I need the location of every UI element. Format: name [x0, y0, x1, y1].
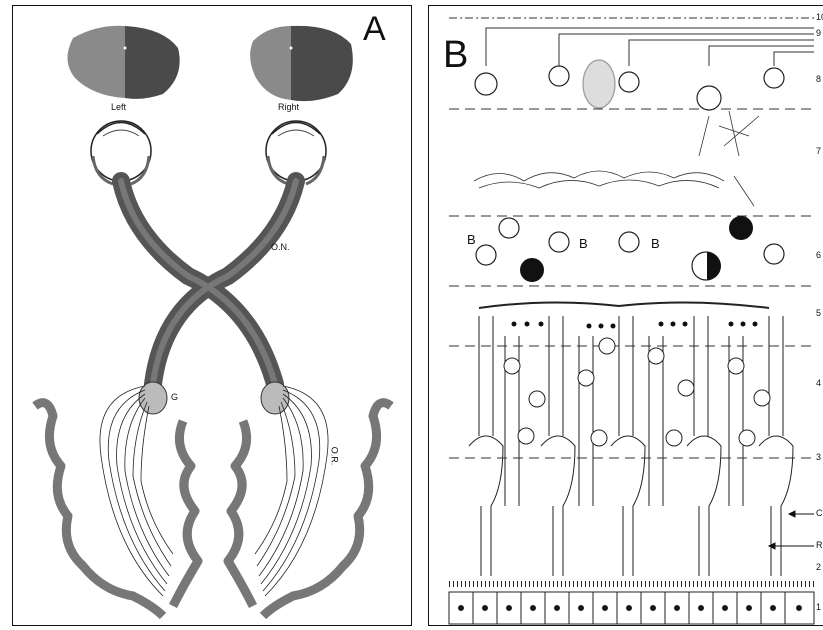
left-field-label: Left — [111, 102, 126, 112]
inner-plexiform-dendrites — [474, 111, 759, 206]
rod-label: R — [816, 540, 823, 550]
layer-number-10: 10 — [816, 12, 823, 22]
layer-number-9: 9 — [816, 28, 821, 38]
layer-number-4: 4 — [816, 378, 821, 388]
bipolar-label-2: B — [579, 236, 588, 251]
optic-radiations — [100, 386, 328, 596]
bipolar-label-1: B — [467, 232, 476, 247]
layer-number-5: 5 — [816, 308, 821, 318]
horizontal-cells — [520, 252, 721, 282]
layer-number-2: 2 — [816, 562, 821, 572]
right-field-label: Right — [278, 102, 299, 112]
retina-drawing — [429, 6, 823, 626]
panel-a-visual-pathway: A Left Right O.N. G O.R. — [12, 5, 412, 626]
panel-b-letter: B — [443, 34, 468, 77]
layer-number-3: 3 — [816, 452, 821, 462]
outer-nuclear-layer — [504, 338, 770, 446]
optic-nerves-chiasm — [121, 181, 296, 384]
synapse-terminals — [512, 322, 758, 329]
right-visual-field — [250, 26, 353, 101]
layer-number-8: 8 — [816, 74, 821, 84]
cone-label: C — [816, 508, 823, 518]
layer-number-7: 7 — [816, 146, 821, 156]
pigment-epithelium — [449, 584, 814, 624]
optic-radiation-label: O.R. — [329, 447, 339, 466]
outer-plexiform-layer — [479, 302, 769, 308]
ganglion-cells — [475, 60, 784, 110]
optic-nerve-label: O.N. — [271, 242, 290, 252]
occipital-cortex — [35, 403, 391, 616]
lateral-geniculate-nuclei — [139, 382, 289, 414]
amacrine-cell — [729, 216, 753, 240]
lgn-label: G — [171, 392, 178, 402]
bipolar-label-3: B — [651, 236, 660, 251]
visual-pathway-drawing — [13, 6, 412, 626]
nerve-fibers — [486, 28, 814, 66]
label-arrows — [769, 511, 814, 549]
panel-b-retina-layers: B B B B 10 9 8 7 6 5 4 3 2 1 C R — [428, 5, 823, 626]
layer-number-6: 6 — [816, 250, 821, 260]
layer-number-1: 1 — [816, 602, 821, 612]
left-visual-field — [67, 26, 179, 99]
panel-a-letter: A — [363, 10, 386, 49]
